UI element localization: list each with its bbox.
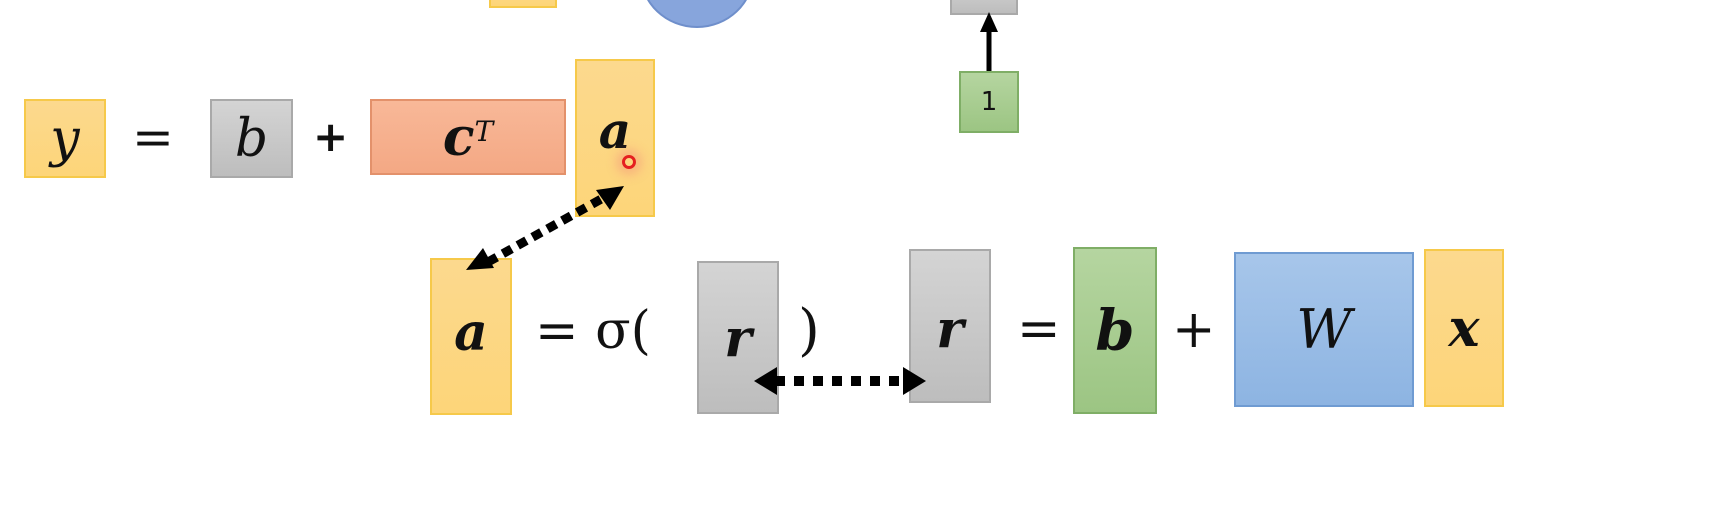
y-symbol: y	[50, 108, 80, 169]
r-symbol: r	[936, 299, 964, 360]
mouse-cursor-indicator	[622, 155, 636, 169]
b-scalar-box: b	[210, 99, 293, 178]
bias-input-label: 1	[980, 87, 998, 117]
a-symbol-top: a	[598, 101, 632, 160]
r-vector-box-sigma: r	[697, 261, 779, 414]
a-symbol: a	[454, 302, 488, 363]
W-symbol: W	[1296, 298, 1352, 361]
b-bias-vector-box: b	[1073, 247, 1157, 414]
r-vector-box: r	[909, 249, 991, 403]
equals-sign-1: =	[132, 108, 174, 166]
equals-sigma-open: = σ(	[535, 301, 651, 361]
bias-input-box: 1	[959, 71, 1019, 133]
x-input-vector-box: x	[1424, 249, 1504, 407]
a-vector-box: a	[430, 258, 512, 415]
equals-sign-3: =	[1017, 299, 1061, 359]
transpose-superscript: T	[474, 115, 494, 148]
y-output-box: y	[24, 99, 106, 178]
top-yellow-box-fragment	[489, 0, 557, 8]
c-symbol: c	[442, 106, 475, 168]
a-correspondence-arrow	[466, 186, 624, 270]
close-paren: )	[798, 298, 820, 363]
r-symbol-sigma: r	[724, 308, 752, 369]
b-scalar-symbol: b	[234, 108, 269, 169]
plus-sign-1: +	[313, 112, 349, 161]
top-gray-box-fragment	[950, 0, 1018, 15]
plus-sign-3: +	[1172, 300, 1216, 360]
r-correspondence-arrow	[754, 367, 926, 395]
W-weight-matrix-box: W	[1234, 252, 1414, 407]
x-symbol: x	[1448, 297, 1480, 359]
b-bias-symbol: b	[1095, 297, 1135, 364]
bias-up-arrow	[980, 12, 998, 71]
